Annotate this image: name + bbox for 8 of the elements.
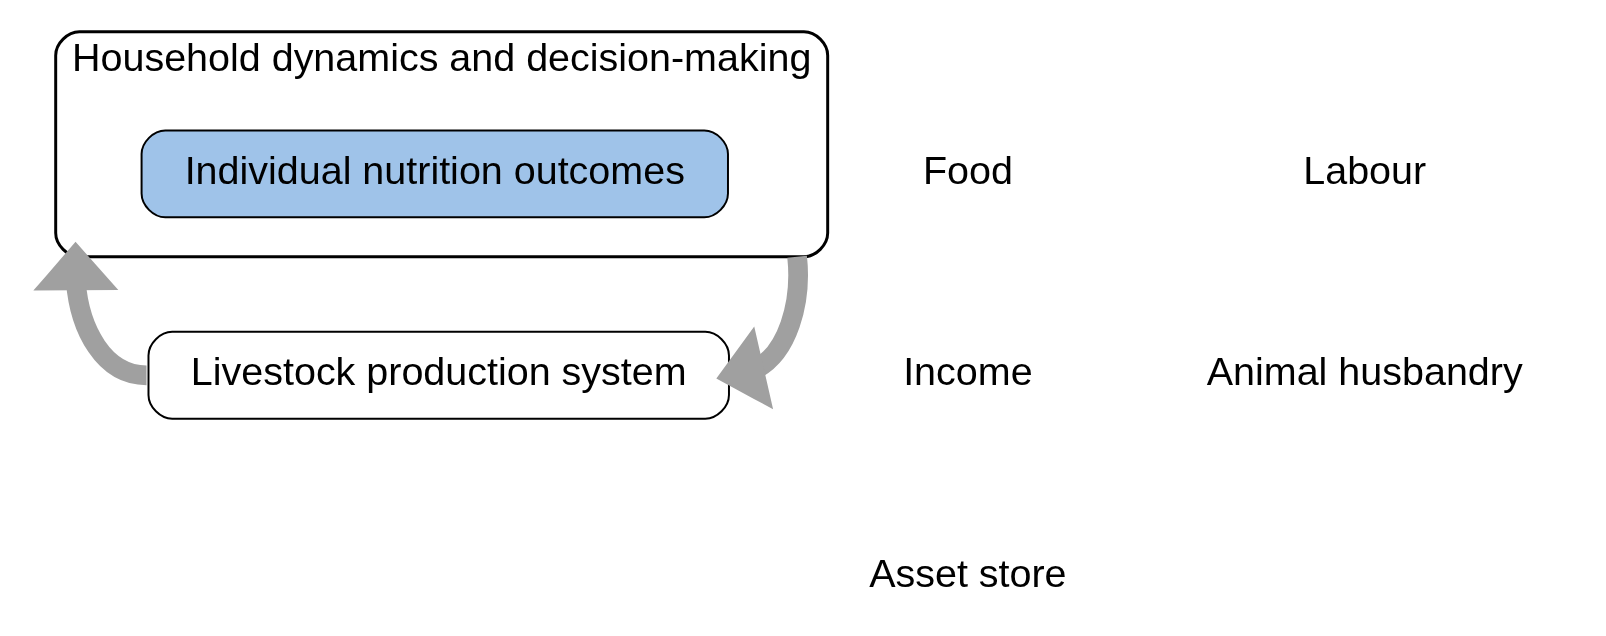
node-box: Individual nutrition outcomes [140,129,729,219]
label: Asset store [868,550,1067,595]
label: Income [902,349,1033,394]
arrow [715,256,808,410]
label: Food [922,147,1013,192]
label: Animal husbandry [1206,349,1523,394]
label: Labour [1302,147,1426,192]
node-box: Livestock production system [147,330,730,420]
